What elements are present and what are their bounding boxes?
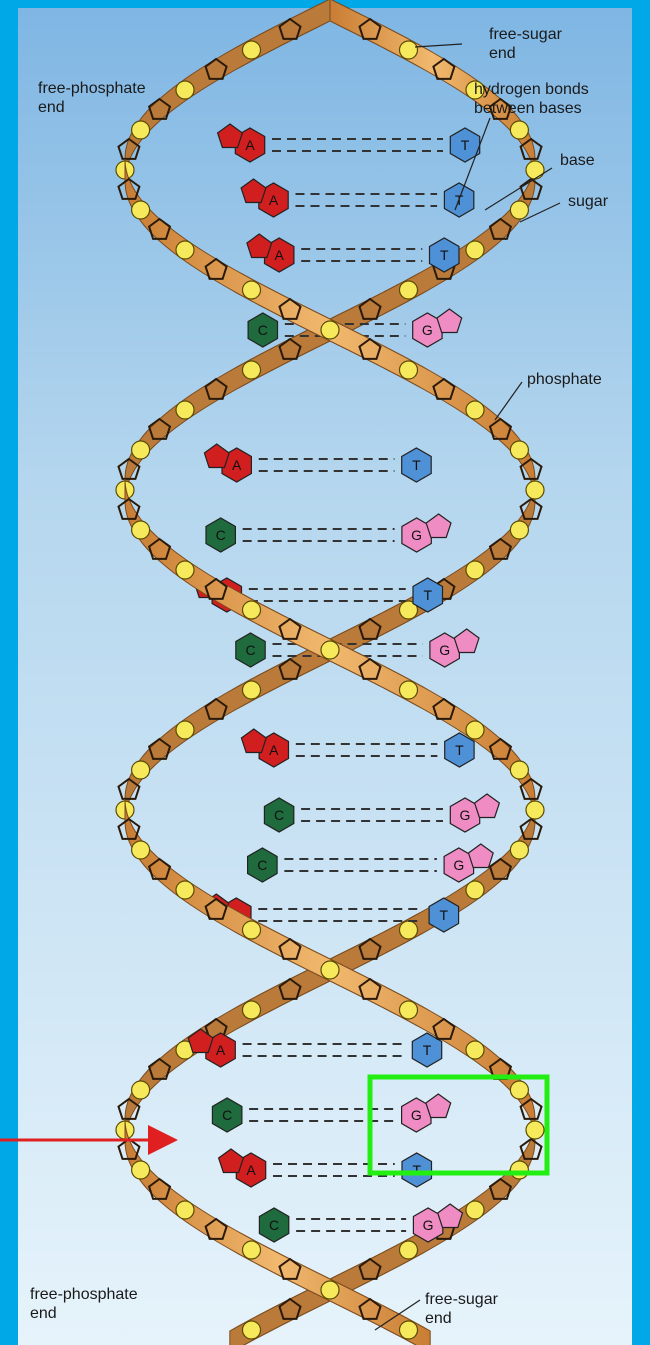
base-letter: C	[269, 1217, 279, 1233]
phosphate-dot	[176, 561, 194, 579]
phosphate-dot	[243, 1241, 261, 1259]
phosphate-dot	[132, 521, 150, 539]
base-letter: G	[411, 527, 422, 543]
phosphate-dot	[176, 881, 194, 899]
phosphate-dot	[466, 241, 484, 259]
phosphate-dot	[243, 921, 261, 939]
phosphate-dot	[243, 601, 261, 619]
base-letter: A	[216, 1042, 226, 1058]
base-letter: T	[423, 587, 432, 603]
phosphate-dot	[400, 1321, 418, 1339]
base-letter: G	[411, 1107, 422, 1123]
phosphate-dot	[510, 441, 528, 459]
base-letter: A	[232, 457, 242, 473]
label-free-phosphate-end-top: free-phosphate end	[38, 79, 146, 117]
phosphate-dot	[132, 441, 150, 459]
base-letter: C	[245, 642, 255, 658]
phosphate-dot	[510, 1161, 528, 1179]
base-letter: T	[412, 1162, 421, 1178]
base-letter: G	[453, 857, 464, 873]
label-free-sugar-end-top: free-sugar end	[489, 25, 562, 63]
base-letter: T	[423, 1042, 432, 1058]
phosphate-dot	[243, 1001, 261, 1019]
phosphate-dot	[243, 681, 261, 699]
phosphate-dot	[400, 1001, 418, 1019]
phosphate-dot	[400, 921, 418, 939]
phosphate-dot	[321, 961, 339, 979]
base-letter: T	[461, 137, 470, 153]
phosphate-dot	[466, 721, 484, 739]
phosphate-dot	[132, 201, 150, 219]
phosphate-dot	[132, 761, 150, 779]
phosphate-dot	[321, 321, 339, 339]
label-base: base	[560, 151, 595, 170]
phosphate-dot	[510, 841, 528, 859]
phosphate-dot	[526, 161, 544, 179]
label-phosphate: phosphate	[527, 370, 602, 389]
phosphate-dot	[321, 641, 339, 659]
base-letter: T	[455, 742, 464, 758]
base-letter: T	[440, 907, 449, 923]
phosphate-dot	[400, 41, 418, 59]
phosphate-dot	[510, 121, 528, 139]
phosphate-dot	[176, 721, 194, 739]
base-letter: G	[439, 642, 450, 658]
phosphate-dot	[132, 841, 150, 859]
phosphate-dot	[243, 281, 261, 299]
base-letter: G	[460, 807, 471, 823]
phosphate-dot	[243, 41, 261, 59]
phosphate-dot	[526, 481, 544, 499]
label-free-phosphate-end-bottom: free-phosphate end	[30, 1285, 138, 1323]
phosphate-dot	[510, 521, 528, 539]
base-letter: G	[423, 1217, 434, 1233]
phosphate-dot	[243, 1321, 261, 1339]
label-sugar: sugar	[568, 192, 608, 211]
base-letter: C	[216, 527, 226, 543]
phosphate-dot	[400, 361, 418, 379]
label-hydrogen-bonds: hydrogen bonds between bases	[474, 80, 589, 118]
phosphate-dot	[132, 1161, 150, 1179]
phosphate-dot	[176, 1201, 194, 1219]
phosphate-dot	[510, 1081, 528, 1099]
phosphate-dot	[466, 401, 484, 419]
base-letter: G	[422, 322, 433, 338]
phosphate-dot	[466, 881, 484, 899]
phosphate-dot	[466, 561, 484, 579]
phosphate-dot	[466, 1041, 484, 1059]
phosphate-dot	[132, 121, 150, 139]
phosphate-dot	[176, 81, 194, 99]
base-letter: A	[245, 137, 255, 153]
label-free-sugar-end-bottom: free-sugar end	[425, 1290, 498, 1328]
phosphate-dot	[176, 401, 194, 419]
base-letter: C	[258, 322, 268, 338]
phosphate-dot	[400, 1241, 418, 1259]
base-letter: C	[257, 857, 267, 873]
base-letter: A	[269, 192, 279, 208]
base-letter: C	[274, 807, 284, 823]
phosphate-dot	[526, 801, 544, 819]
base-letter: A	[275, 247, 285, 263]
phosphate-dot	[321, 1281, 339, 1299]
base-letter: A	[246, 1162, 256, 1178]
phosphate-dot	[466, 1201, 484, 1219]
phosphate-dot	[243, 361, 261, 379]
phosphate-dot	[132, 1081, 150, 1099]
base-letter: T	[412, 457, 421, 473]
phosphate-dot	[400, 681, 418, 699]
base-letter: A	[269, 742, 279, 758]
phosphate-dot	[510, 201, 528, 219]
phosphate-dot	[526, 1121, 544, 1139]
base-letter: C	[222, 1107, 232, 1123]
phosphate-dot	[400, 281, 418, 299]
base-letter: T	[440, 247, 449, 263]
phosphate-dot	[510, 761, 528, 779]
phosphate-dot	[176, 241, 194, 259]
